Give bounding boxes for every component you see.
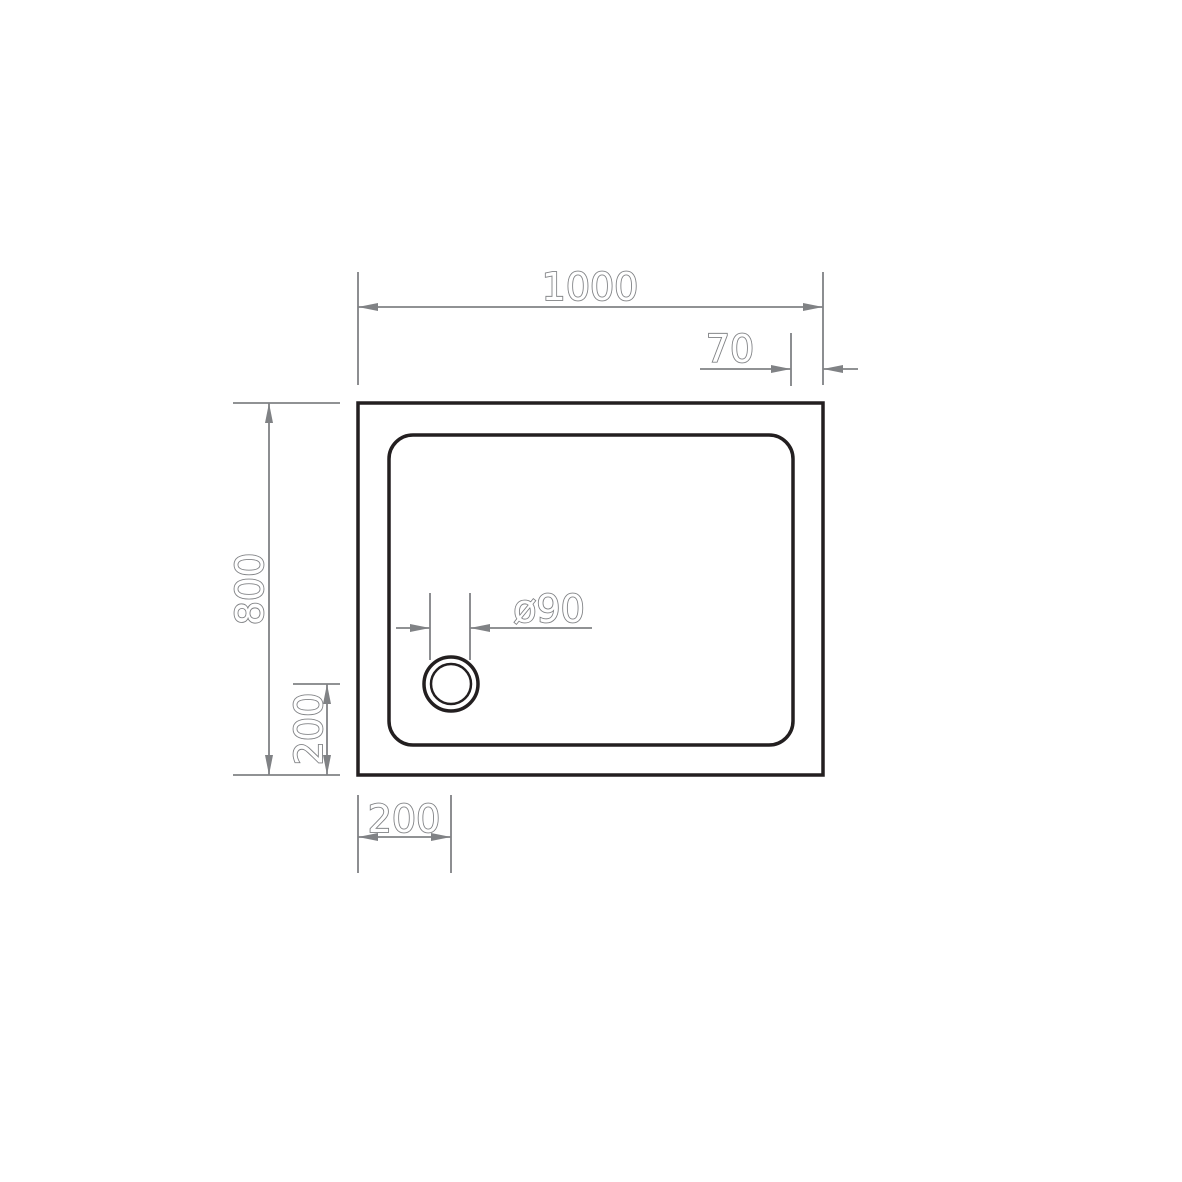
dimension-waste-from-left: 200 [357,795,452,873]
dimension-label: 1000 [542,265,639,309]
arrow-top [323,684,331,704]
dimension-right-rim: 70 [700,326,858,386]
arrow-left [358,303,378,311]
dimension-overall-width: 1000 [357,264,824,385]
arrow-top [265,403,273,423]
tray-outer-outline [356,401,825,777]
dimension-label: 800 [228,553,272,626]
dimension-overall-depth: 800 [227,402,340,776]
dimension-label: 70 [706,327,754,371]
arrow-bottom [265,755,273,775]
arrow-left [410,624,430,632]
arrow-right [823,365,843,373]
dimension-label: ø90 [513,587,585,631]
tray-inner-basin [387,433,795,747]
arrow-right [470,624,490,632]
arrow-left [771,365,791,373]
dimension-waste-from-bottom: 200 [286,683,340,775]
dimension-label: 200 [287,693,331,766]
waste-outer-ring [422,655,480,713]
dimension-label: 200 [368,797,441,841]
arrow-right [803,303,823,311]
arrow-right [431,833,451,841]
dimension-waste-diameter: ø90 [396,586,592,660]
arrow-left [358,833,378,841]
waste-outlet [422,655,480,713]
waste-inner-ring [429,662,473,706]
arrow-bottom [323,755,331,775]
